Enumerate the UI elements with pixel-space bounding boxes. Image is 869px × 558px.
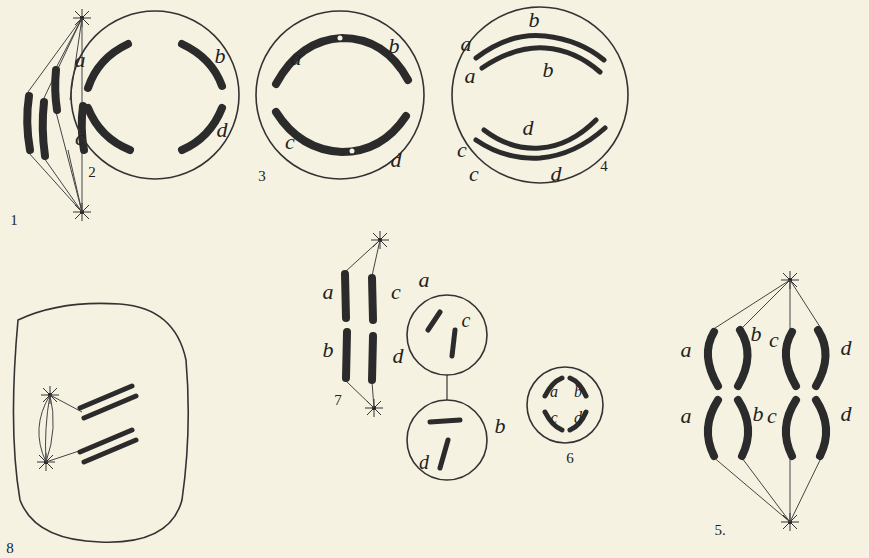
chromosome-letter: a bbox=[681, 405, 692, 427]
chromosome-letter: a bbox=[75, 49, 86, 71]
cell-figure bbox=[256, 11, 424, 179]
chromosome-letter: d bbox=[391, 149, 402, 171]
chromosome-letter: c bbox=[469, 163, 479, 185]
chromosome-letter: a bbox=[323, 281, 334, 303]
spindle-figure bbox=[345, 231, 389, 417]
figure-number: 4 bbox=[600, 159, 608, 174]
chromosome-letter: a bbox=[681, 339, 692, 361]
chromosome-letter: c bbox=[285, 131, 295, 153]
cell-figure bbox=[13, 303, 188, 542]
figure-number: 2 bbox=[88, 165, 96, 180]
chromosome-letter: d bbox=[217, 119, 228, 141]
chromosome-letter: c bbox=[462, 310, 471, 330]
chromosome-letter: c bbox=[767, 405, 777, 427]
figure-number: 8 bbox=[6, 541, 14, 556]
chromosome-letter: a bbox=[461, 33, 472, 55]
chromosome-letter: d bbox=[551, 163, 562, 185]
chromosome-letter: b bbox=[215, 45, 226, 67]
figure-number: 6 bbox=[566, 451, 574, 466]
chromosome-letter: a bbox=[465, 65, 476, 87]
chromosome-letter: d bbox=[841, 403, 852, 425]
chromosome-letter: d bbox=[523, 117, 534, 139]
chromosome-letter: b bbox=[543, 59, 554, 81]
chromosome-letter: a bbox=[550, 384, 558, 400]
chromosome-letter: b bbox=[323, 339, 334, 361]
chromosome-letter: d bbox=[419, 452, 429, 472]
chromosome-letter: c bbox=[550, 410, 557, 426]
daughter-cells bbox=[407, 295, 487, 480]
figure-number: 7 bbox=[334, 393, 342, 408]
cell-figure bbox=[452, 7, 628, 183]
chromosome-letter: d bbox=[841, 337, 852, 359]
chromosome-letter: c bbox=[457, 139, 467, 161]
figure-number: 5. bbox=[714, 523, 725, 538]
chromosome-letter: a bbox=[419, 269, 430, 291]
chromosome-letter: b bbox=[389, 35, 400, 57]
chromosome-letter: a bbox=[291, 47, 302, 69]
chromosome-letter: c bbox=[769, 329, 779, 351]
figure-number: 3 bbox=[258, 169, 266, 184]
cell-figure bbox=[71, 11, 239, 179]
chromosome-letter: b bbox=[529, 9, 540, 31]
spindle-figure bbox=[27, 9, 91, 221]
chromosome-letter: b bbox=[495, 415, 506, 437]
spindle-figure bbox=[708, 271, 826, 531]
cell-figure bbox=[527, 367, 603, 443]
chromosome-letter: c bbox=[75, 127, 85, 149]
chromosome-letter: d bbox=[393, 345, 404, 367]
chromosome-letter: d bbox=[574, 410, 582, 426]
chromosome-letter: b bbox=[574, 384, 582, 400]
chromosome-letter: b bbox=[753, 403, 764, 425]
chromosome-letter: b bbox=[751, 323, 762, 345]
figure-number: 1 bbox=[10, 213, 18, 228]
chromosome-letter: c bbox=[391, 281, 401, 303]
